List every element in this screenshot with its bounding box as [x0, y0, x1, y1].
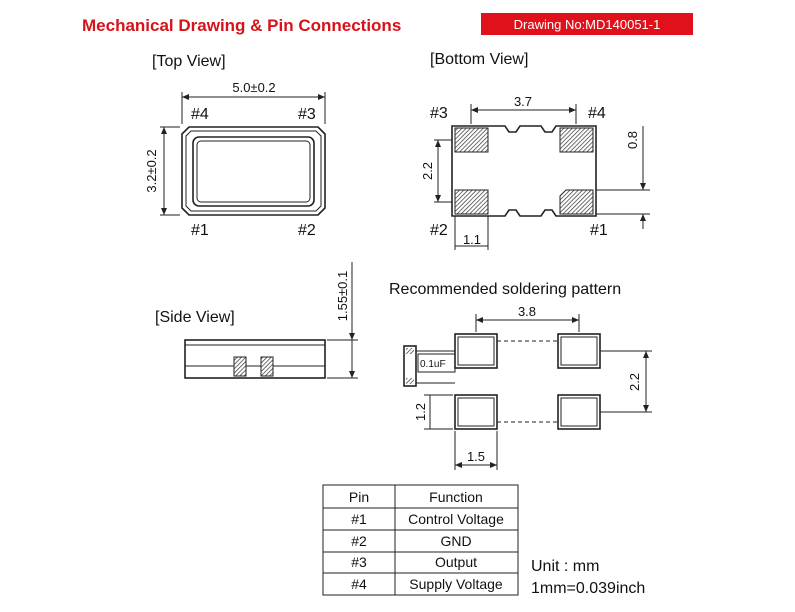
bottom-view-label: [Bottom View]	[430, 51, 528, 68]
table-cell-function: Supply Voltage	[409, 576, 503, 592]
table-cell-function: Output	[435, 554, 477, 570]
bottom-view-pitch-dimension	[434, 139, 452, 203]
top-view-pin-4: #4	[191, 106, 209, 123]
table-cell-pin: #2	[351, 533, 367, 549]
solder-pad-width-label: 1.5	[467, 449, 485, 464]
solder-spacing-dimension	[475, 314, 580, 332]
bottom-view-pin-1: #1	[590, 222, 608, 239]
solder-pad-height-label: 1.2	[413, 403, 428, 421]
solder-pattern-title: Recommended soldering pattern	[389, 281, 621, 298]
table-header-function: Function	[429, 489, 483, 505]
bottom-view-pin-4: #4	[588, 105, 606, 122]
top-view-pin-1: #1	[191, 222, 209, 239]
solder-pitch-dimension	[600, 350, 652, 413]
bottom-view-pad-height-label: 0.8	[625, 131, 640, 149]
solder-pad-tr	[557, 333, 601, 369]
bottom-pad-4	[559, 127, 594, 153]
side-view-label: [Side View]	[155, 309, 235, 326]
solder-pad-br	[557, 394, 601, 430]
bypass-capacitor	[403, 345, 456, 387]
top-view-height-dimension	[160, 126, 180, 216]
solder-pattern	[454, 333, 601, 430]
top-view-width-dimension	[181, 92, 326, 124]
bottom-view-pad-height-dimension	[596, 126, 650, 229]
solder-pitch-label: 2.2	[627, 373, 642, 391]
bottom-view-pad-width-dimension	[454, 216, 489, 250]
table-cell-function: Control Voltage	[408, 511, 504, 527]
bottom-view-pin-2: #2	[430, 222, 448, 239]
top-view-package	[181, 126, 326, 216]
bottom-view-package	[451, 125, 597, 217]
side-view-package	[184, 339, 326, 379]
table-header-pin: Pin	[349, 489, 369, 505]
pin-function-table	[322, 484, 519, 596]
table-cell-function: GND	[440, 533, 471, 549]
solder-pad-height-dimension	[424, 394, 453, 430]
side-view-height-label: 1.55±0.1	[335, 271, 350, 322]
bottom-view-pitch-label: 2.2	[420, 162, 435, 180]
capacitor-value: 0.1uF	[420, 359, 446, 370]
bottom-view-spacing-dimension	[470, 104, 577, 124]
top-view-width-label: 5.0±0.2	[232, 80, 275, 95]
top-view-height-label: 3.2±0.2	[144, 149, 159, 192]
solder-pad-bl	[454, 394, 498, 430]
bottom-pad-1	[559, 189, 594, 215]
solder-pad-width-dimension	[454, 431, 498, 470]
bottom-view-pin-3: #3	[430, 105, 448, 122]
unit-label: Unit : mm	[531, 558, 599, 575]
drawing-number-badge	[481, 13, 693, 35]
bottom-view-spacing-label: 3.7	[514, 94, 532, 109]
solder-pad-tl	[454, 333, 498, 369]
unit-conversion: 1mm=0.039inch	[531, 580, 645, 597]
table-cell-pin: #4	[351, 576, 367, 592]
drawing-number: Drawing No:MD140051-1	[514, 17, 661, 32]
page-title: Mechanical Drawing & Pin Connections	[82, 16, 401, 35]
bottom-pad-3	[454, 127, 489, 153]
top-view-pin-3: #3	[298, 106, 316, 123]
top-view-label: [Top View]	[152, 53, 226, 70]
side-view-height-dimension	[327, 262, 358, 379]
table-cell-pin: #1	[351, 511, 367, 527]
table-cell-pin: #3	[351, 554, 367, 570]
bottom-view-pad-width-label: 1.1	[463, 232, 481, 247]
bottom-pad-2	[454, 189, 489, 215]
solder-spacing-label: 3.8	[518, 304, 536, 319]
top-view-pin-2: #2	[298, 222, 316, 239]
